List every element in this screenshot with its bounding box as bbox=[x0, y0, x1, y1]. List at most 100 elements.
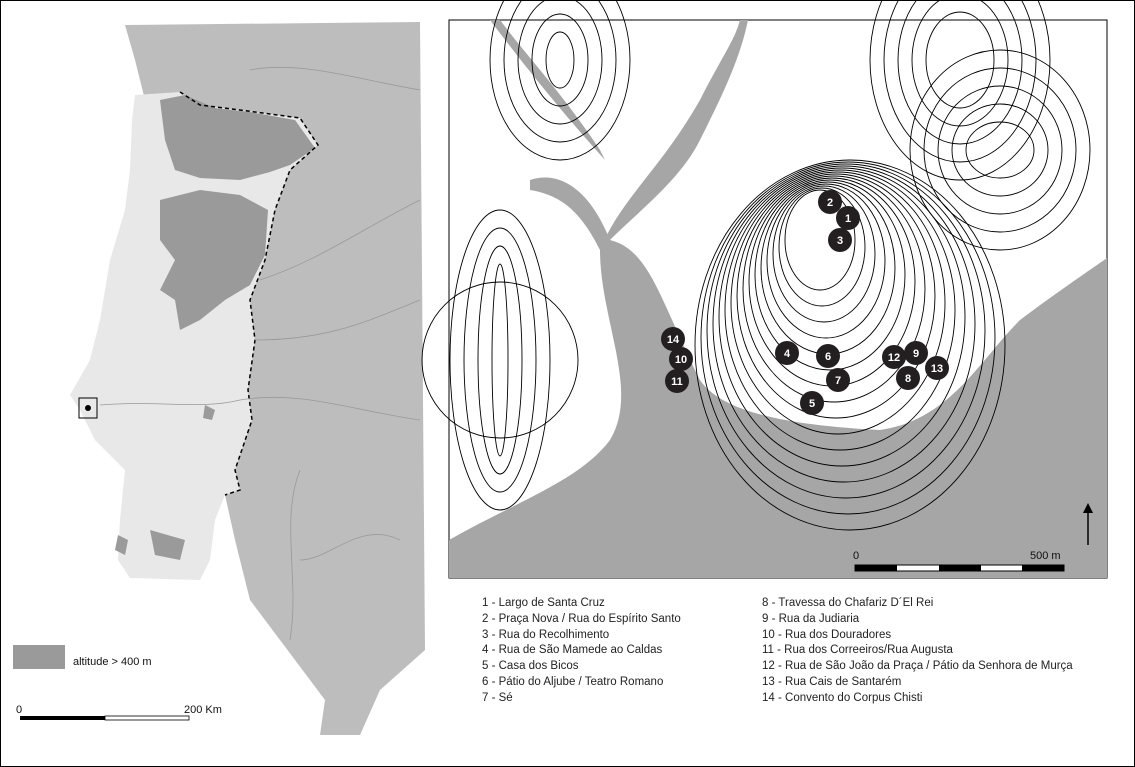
detail-scale-end: 500 m bbox=[1030, 550, 1061, 562]
north-arrow-icon bbox=[1083, 503, 1093, 545]
contour-line bbox=[897, 0, 1023, 145]
site-marker-9: 9 bbox=[904, 341, 928, 365]
marker-label: 2 bbox=[827, 197, 833, 209]
contour-line bbox=[491, 263, 509, 457]
contour-line bbox=[778, 187, 866, 307]
site-marker-11: 11 bbox=[665, 369, 689, 393]
contour-line bbox=[736, 173, 936, 419]
site-marker-13: 13 bbox=[925, 356, 949, 380]
contour-line bbox=[772, 185, 876, 323]
legend-item: 10 - Rua dos Douradores bbox=[762, 628, 892, 641]
site-marker-2: 2 bbox=[818, 190, 842, 214]
marker-circle bbox=[826, 368, 850, 392]
tributary bbox=[490, 20, 610, 250]
overview-scale-bar-black bbox=[20, 716, 105, 720]
marker-circle bbox=[775, 341, 799, 365]
contour-line bbox=[421, 281, 579, 439]
site-legend-left: 1 - Largo de Santa Cruz 2 - Praça Nova /… bbox=[482, 596, 681, 707]
marker-label: 1 bbox=[845, 213, 851, 225]
legend-item: 7 - Sé bbox=[482, 691, 513, 704]
highland-area bbox=[115, 405, 215, 560]
contour-line bbox=[911, 0, 1009, 127]
marker-label: 7 bbox=[835, 375, 841, 387]
contour-line bbox=[937, 85, 1063, 215]
contour-line bbox=[463, 227, 537, 493]
contour-line bbox=[730, 171, 946, 435]
altitude-legend-label: altitude > 400 m bbox=[73, 656, 152, 668]
marker-circle bbox=[665, 369, 689, 393]
overview-scale-start: 0 bbox=[16, 704, 23, 716]
marker-label: 11 bbox=[671, 376, 683, 388]
site-marker-1: 1 bbox=[836, 206, 860, 230]
site-marker-10: 10 bbox=[669, 347, 693, 371]
contour-line bbox=[754, 179, 906, 371]
marker-label: 14 bbox=[667, 334, 680, 346]
site-marker-6: 6 bbox=[816, 344, 840, 368]
marker-circle bbox=[828, 228, 852, 252]
marker-circle bbox=[925, 356, 949, 380]
legend-item: 1 - Largo de Santa Cruz bbox=[482, 597, 605, 609]
contour-line bbox=[517, 0, 603, 125]
marker-label: 13 bbox=[931, 363, 943, 375]
contour-line bbox=[545, 31, 575, 89]
marker-circle bbox=[836, 206, 860, 230]
lisbon-point bbox=[85, 405, 91, 411]
marker-circle bbox=[661, 327, 685, 351]
contour-line bbox=[965, 121, 1035, 179]
site-marker-4: 4 bbox=[775, 341, 799, 365]
legend-item: 14 - Convento do Corpus Chisti bbox=[762, 691, 923, 704]
overview-scale-bar-white bbox=[104, 715, 190, 721]
marker-label: 10 bbox=[675, 354, 687, 366]
contour-line bbox=[784, 189, 856, 291]
marker-label: 8 bbox=[905, 373, 911, 385]
contour-line bbox=[489, 0, 631, 161]
contour-line bbox=[923, 67, 1077, 233]
legend-item: 3 - Rua do Recolhimento bbox=[482, 628, 610, 641]
legend-item: 2 - Praça Nova / Rua do Espírito Santo bbox=[482, 612, 681, 625]
contour-line bbox=[449, 209, 551, 511]
marker-label: 9 bbox=[913, 348, 919, 360]
legend-item: 4 - Rua de São Mamede ao Caldas bbox=[482, 644, 663, 657]
marker-circle bbox=[800, 391, 824, 415]
highland-area bbox=[160, 95, 315, 180]
border-line bbox=[179, 91, 319, 496]
marker-label: 4 bbox=[784, 348, 791, 360]
river-tagus bbox=[449, 20, 1107, 578]
legend-item: 11 - Rua dos Correeiros/Rua Augusta bbox=[762, 644, 953, 657]
contour-line bbox=[909, 49, 1091, 251]
marker-circle bbox=[896, 366, 920, 390]
contour-line bbox=[531, 13, 589, 107]
highland-area bbox=[160, 190, 268, 330]
contour-line bbox=[706, 163, 986, 499]
overview-scale-end: 200 Km bbox=[184, 704, 222, 716]
detail-scale-start: 0 bbox=[853, 550, 860, 562]
contour-line bbox=[742, 175, 926, 403]
site-marker-8: 8 bbox=[896, 366, 920, 390]
contour-line bbox=[503, 0, 617, 143]
site-marker-14: 14 bbox=[661, 327, 685, 351]
site-marker-3: 3 bbox=[828, 228, 852, 252]
legend-item: 12 - Rua de São João da Praça / Pátio da… bbox=[762, 660, 1073, 673]
contour-line bbox=[712, 165, 976, 483]
legend-item: 8 - Travessa do Chafariz D´El Rei bbox=[762, 597, 934, 609]
study-area-box bbox=[78, 397, 98, 419]
marker-label: 6 bbox=[825, 351, 831, 363]
overview-map bbox=[13, 22, 425, 735]
contour-line bbox=[477, 245, 523, 475]
legend-item: 9 - Rua da Judiaria bbox=[762, 612, 860, 625]
contour-line bbox=[883, 0, 1037, 163]
contour-lines bbox=[421, 0, 1091, 531]
legend-item: 5 - Casa dos Bicos bbox=[482, 660, 579, 673]
site-marker-5: 5 bbox=[800, 391, 824, 415]
contour-line bbox=[766, 183, 886, 339]
rivers bbox=[99, 66, 421, 641]
contour-line bbox=[724, 169, 956, 451]
altitude-legend-swatch bbox=[13, 645, 65, 669]
marker-circle bbox=[818, 190, 842, 214]
contour-line bbox=[869, 0, 1051, 181]
site-marker-7: 7 bbox=[826, 368, 850, 392]
contour-line bbox=[951, 103, 1049, 197]
site-marker-12: 12 bbox=[882, 345, 906, 369]
